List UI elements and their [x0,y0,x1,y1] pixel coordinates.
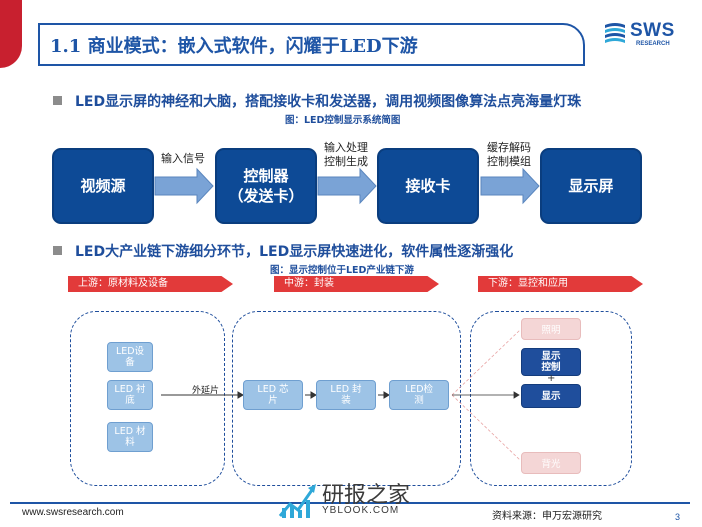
node-display: 显示 [521,384,581,408]
arrow-label-2: 输入处理控制生成 [324,141,368,168]
stage-banner-downstream: 下游：显控和应用 [478,276,643,292]
flow-arrows [154,167,540,205]
footer-source: 资料来源：申万宏源研究 [492,511,602,522]
upstream-area [70,311,225,486]
node-display-control: 显示控制 [521,348,581,376]
connector-label-epitaxy: 外延片 [192,386,220,396]
logo-subtext: RESEARCH [636,41,670,47]
section2-caption: 图：显示控制位于LED产业链下游 [270,265,414,276]
node-led-testing: LED检测 [389,380,449,410]
section2-heading: LED大产业链下游细分环节，LED显示屏快速进化，软件属性逐渐强化 [75,244,514,260]
arrow-1 [154,167,214,205]
section1-heading: LED显示屏的神经和大脑，搭配接收卡和发送器，调用视频图像算法点亮海量灯珠 [75,94,582,110]
header-red-tab [0,0,22,68]
bullet-square [53,96,62,105]
node-lighting: 照明 [521,318,581,340]
chain-connectors [161,329,521,461]
arrow-label-3: 缓存解码控制模组 [487,141,531,168]
node-led-packaging: LED 封装 [316,380,376,410]
arrow-2 [317,167,377,205]
downstream-area [470,311,632,486]
node-backlight: 背光 [521,452,581,474]
stage-banner-upstream: 上游：原材料及设备 [68,276,233,292]
page-title: 1.1 商业模式：嵌入式软件，闪耀于LED下游 [50,36,418,57]
node-led-substrate: LED 衬底 [107,380,153,410]
watermark-text: 研报之家 [322,483,411,508]
title-frame [38,23,585,66]
footer-url: www.swsresearch.com [22,507,124,518]
plus-sign: + [547,373,556,384]
node-led-material: LED 材料 [107,422,153,452]
bullet-square [53,246,62,255]
stage-banner-midstream: 中游：封装 [274,276,439,292]
section1-caption: 图：LED控制显示系统简图 [285,115,401,126]
node-led-equipment: LED设备 [107,342,153,372]
watermark-logo-icon [278,484,316,518]
arrow-3 [480,167,540,205]
page-number: 3 [675,512,681,522]
logo-text: SWS [630,20,675,41]
flow-box-video-source: 视频源 [52,148,154,224]
flow-box-display: 显示屏 [540,148,642,224]
arrow-label-1: 输入信号 [161,152,205,165]
flow-box-receiver: 接收卡 [377,148,479,224]
midstream-area [232,311,461,486]
node-led-chip: LED 芯片 [243,380,303,410]
footer-divider [10,502,690,504]
flow-box-controller: 控制器（发送卡） [215,148,317,224]
sws-logo-icon [605,23,625,43]
watermark-url: YBLOOK.COM [322,505,400,516]
